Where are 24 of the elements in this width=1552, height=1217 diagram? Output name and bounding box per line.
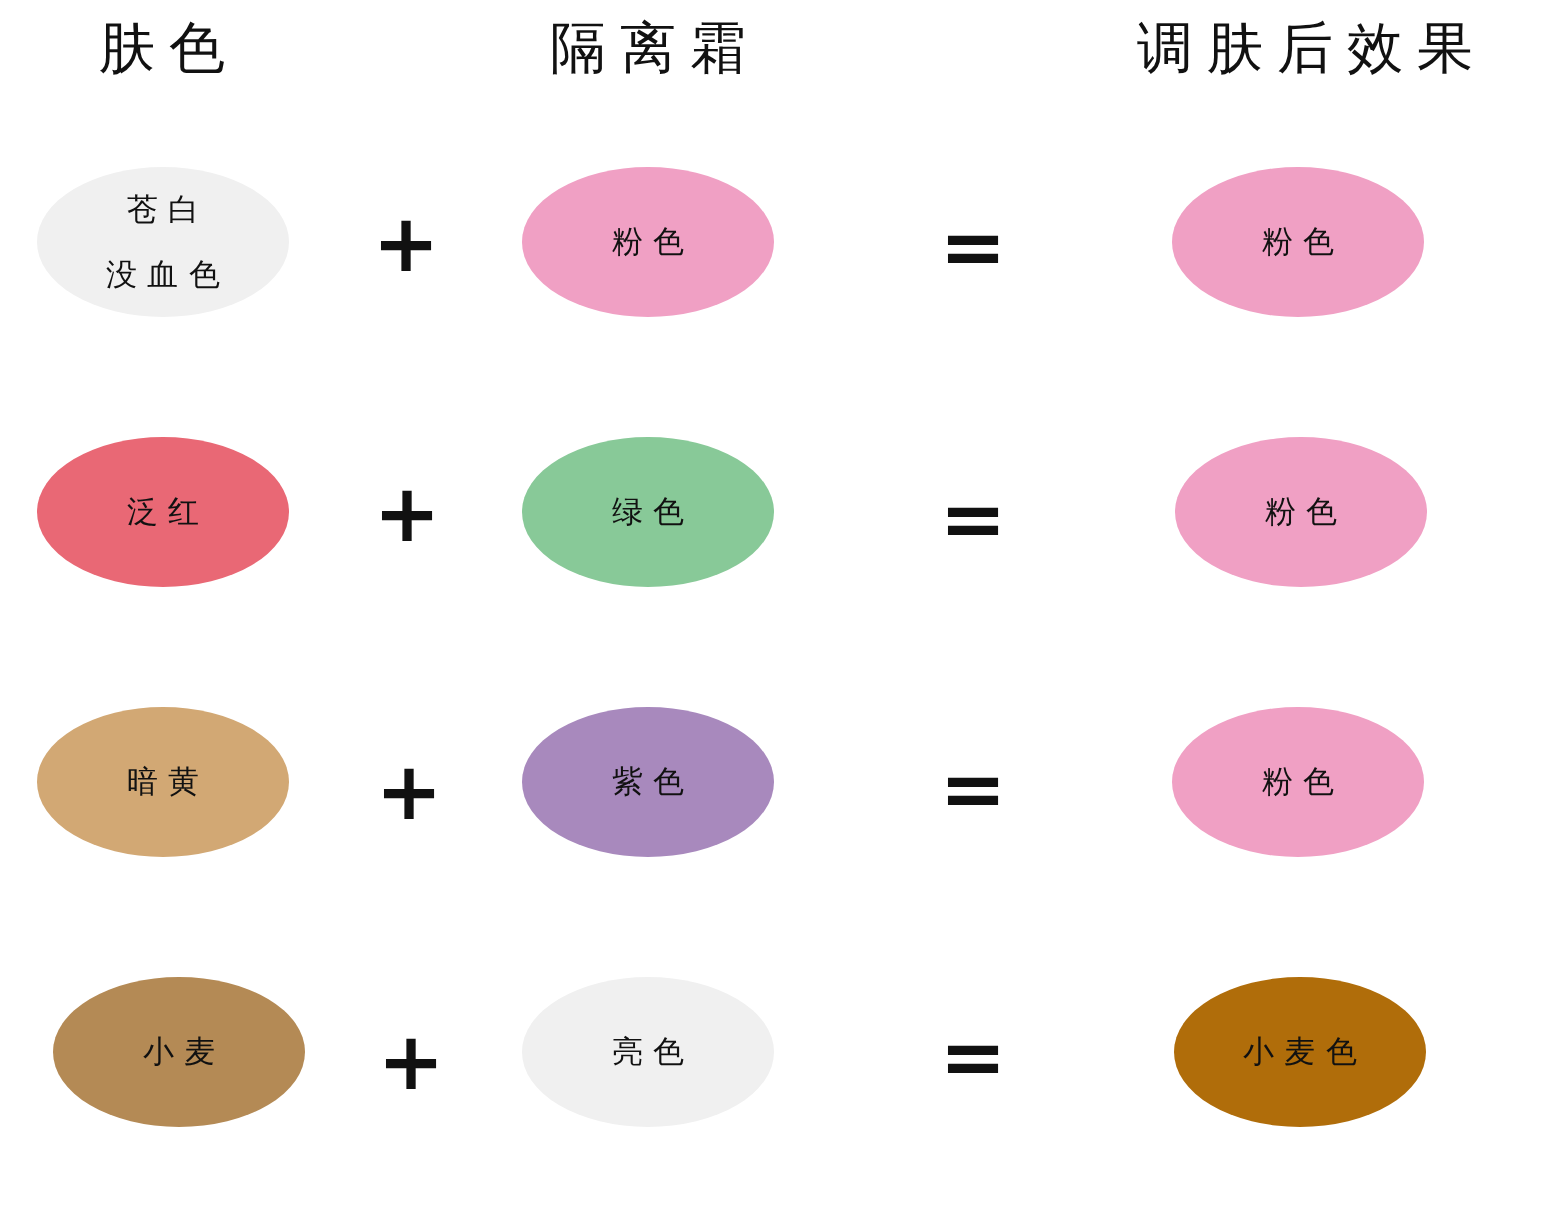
plus-sign: + xyxy=(373,474,441,554)
ellipse-label: 苍白 xyxy=(125,189,211,229)
ellipse-label: 暗黄 xyxy=(125,762,211,802)
ellipse-label: 泛红 xyxy=(125,492,211,532)
column-heading: 调肤后效果 xyxy=(1136,20,1487,76)
ellipse-label: 亮色 xyxy=(610,1032,696,1072)
equals-sign: = xyxy=(939,1018,1007,1098)
equals-sign: = xyxy=(939,480,1007,560)
plus-sign: + xyxy=(375,752,443,832)
column-heading: 肤色 xyxy=(98,20,239,76)
ellipse-label: 粉色 xyxy=(610,222,696,262)
ellipse-label: 小麦色 xyxy=(1241,1032,1369,1072)
ellipse-label: 没血色 xyxy=(104,255,232,294)
ellipse-label: 绿色 xyxy=(610,492,696,532)
ellipse-label: 粉色 xyxy=(1260,222,1346,262)
ellipse-label: 粉色 xyxy=(1260,762,1346,802)
ellipse-label: 紫色 xyxy=(610,762,696,802)
column-heading: 隔离霜 xyxy=(549,20,760,76)
equals-sign: = xyxy=(939,750,1007,830)
equals-sign: = xyxy=(939,208,1007,288)
ellipse-label: 粉色 xyxy=(1263,492,1349,532)
plus-sign: + xyxy=(377,1022,445,1102)
plus-sign: + xyxy=(372,204,440,284)
ellipse-label: 小麦 xyxy=(141,1032,227,1072)
